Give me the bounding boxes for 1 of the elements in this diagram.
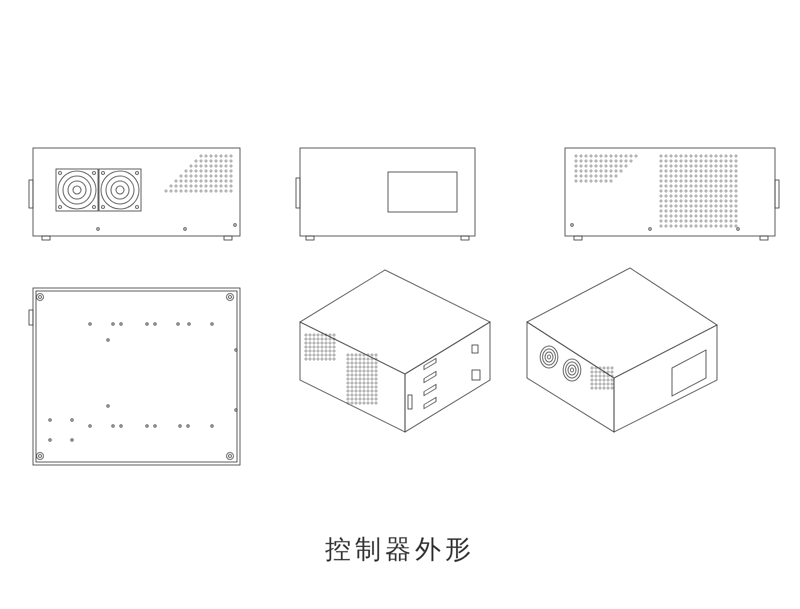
caption: 控制器外形 (325, 534, 475, 567)
